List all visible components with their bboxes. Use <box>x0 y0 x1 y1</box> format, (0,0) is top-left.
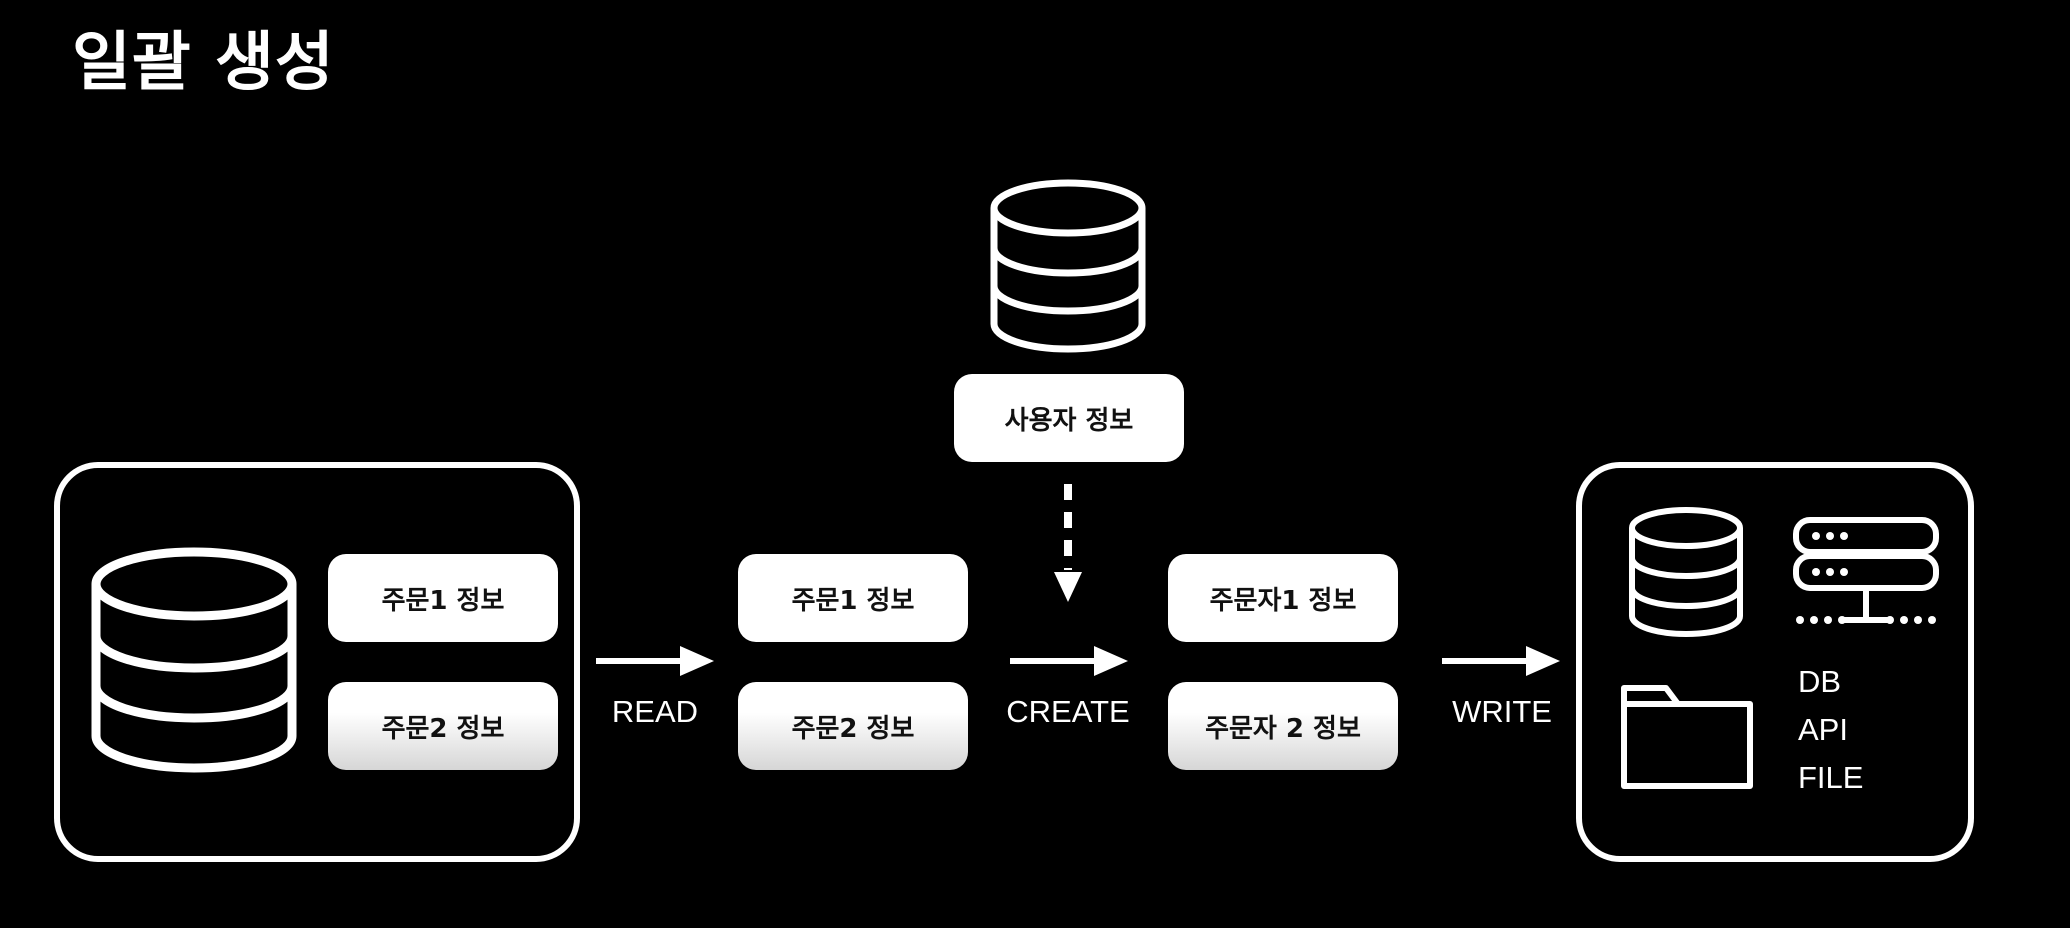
folder-icon <box>1621 685 1753 789</box>
read-label: READ <box>611 694 699 729</box>
source-item-1: 주문1 정보 <box>328 554 558 642</box>
created-item-2: 주문자 2 정보 <box>1168 682 1398 770</box>
target-label-db: DB <box>1798 664 1842 699</box>
create-label: CREATE <box>1006 694 1130 729</box>
diagram-title: 일괄 생성 <box>72 26 335 100</box>
created-item-1: 주문자1 정보 <box>1168 554 1398 642</box>
target-label-file: FILE <box>1798 760 1864 795</box>
read-item-1: 주문1 정보 <box>738 554 968 642</box>
user-info-label: 사용자 정보 <box>954 374 1184 462</box>
dashed-down-arrow-icon <box>1054 484 1082 602</box>
database-icon <box>91 547 297 773</box>
server-icon <box>1793 517 1939 624</box>
target-label-api: API <box>1798 712 1848 747</box>
write-label: WRITE <box>1452 694 1552 729</box>
create-arrow-icon <box>1010 646 1128 676</box>
target-database-icon <box>1629 507 1743 637</box>
source-item-2: 주문2 정보 <box>328 682 558 770</box>
user-database-icon <box>990 179 1146 353</box>
write-arrow-icon <box>1442 646 1560 676</box>
read-item-2: 주문2 정보 <box>738 682 968 770</box>
target-group-box <box>1576 462 1974 862</box>
read-arrow-icon <box>596 646 714 676</box>
source-group-box <box>54 462 580 862</box>
